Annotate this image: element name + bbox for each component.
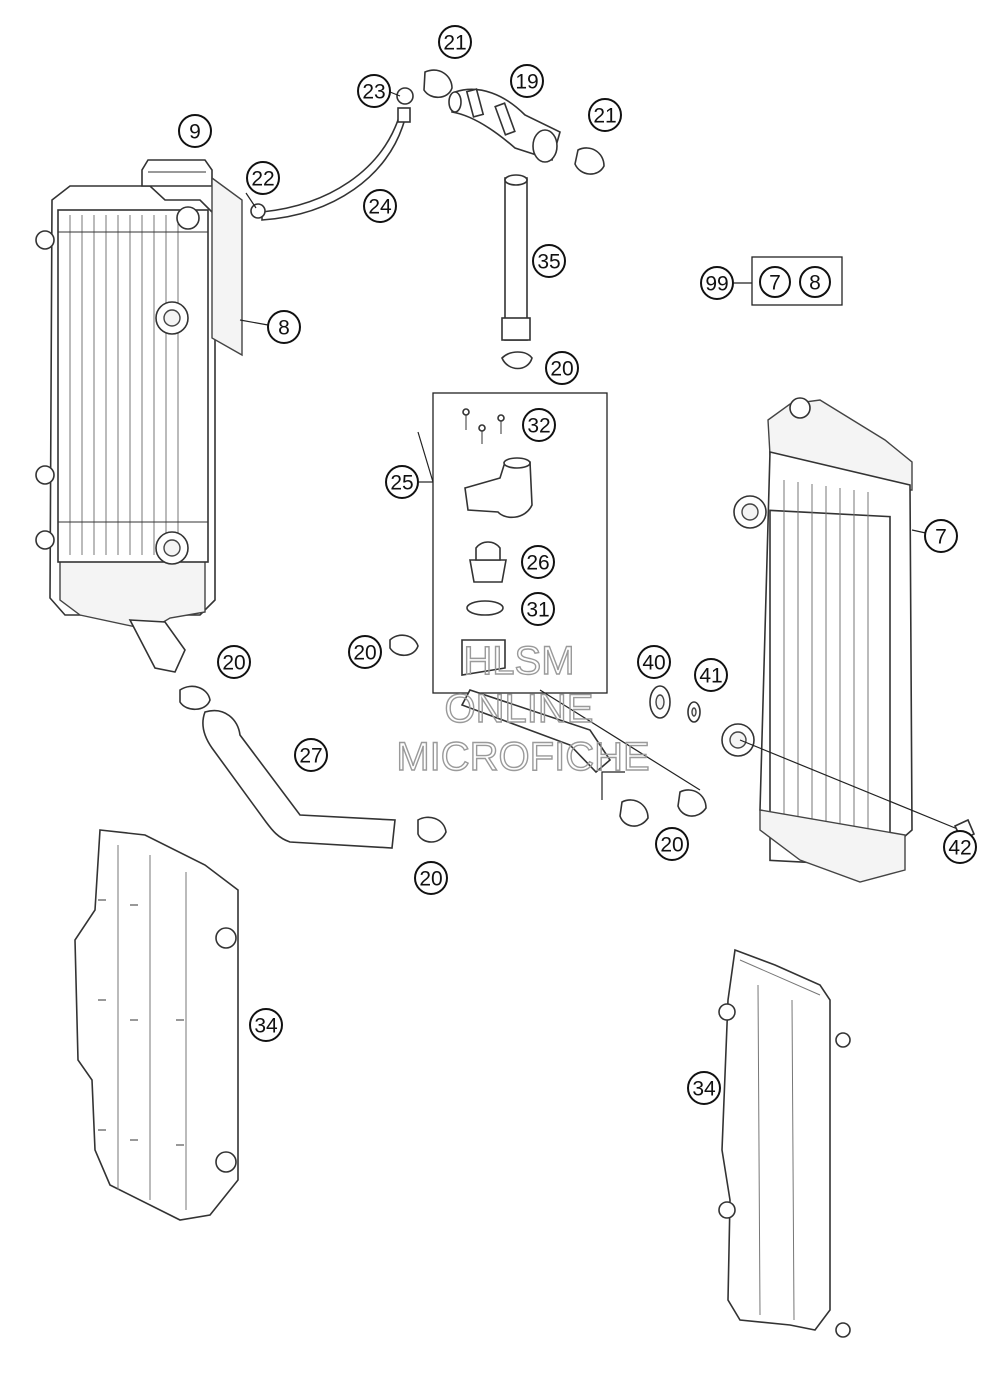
svg-text:25: 25 — [390, 472, 413, 495]
svg-text:27: 27 — [299, 745, 322, 768]
grommet-and-washer — [649, 685, 701, 723]
callout-20-pipe: 20 — [545, 351, 579, 385]
svg-text:7: 7 — [769, 272, 781, 295]
svg-text:26: 26 — [526, 552, 549, 575]
callout-41: 41 — [694, 658, 728, 692]
left-radiator-spoiler — [74, 829, 239, 1221]
callout-23: 23 — [357, 74, 391, 108]
callout-19: 19 — [510, 64, 544, 98]
overflow-hose — [250, 87, 414, 221]
callout-7: 7 — [924, 519, 958, 553]
callout-9: 9 — [178, 114, 212, 148]
coolant-pipe — [501, 174, 533, 370]
svg-text:99: 99 — [705, 273, 728, 296]
svg-text:8: 8 — [809, 272, 821, 295]
callout-27: 27 — [294, 738, 328, 772]
radiator-shield-plate — [211, 176, 243, 357]
lower-hoses — [389, 634, 707, 827]
callout-21-top: 21 — [438, 25, 472, 59]
svg-text:9: 9 — [189, 121, 201, 144]
watermark-line3: MICROFICHE — [396, 735, 649, 779]
radiator-cap — [141, 159, 213, 187]
callout-40: 40 — [637, 645, 671, 679]
svg-text:41: 41 — [699, 665, 722, 688]
watermark-line1: HLSM — [463, 639, 574, 683]
kit-item-8: 8 — [799, 266, 831, 298]
kit-reference: 99 7 8 — [700, 256, 843, 306]
lower-radiator-hose — [179, 685, 447, 849]
callout-32: 32 — [522, 408, 556, 442]
svg-text:21: 21 — [593, 105, 616, 128]
callout-34-left: 34 — [249, 1008, 283, 1042]
callout-35: 35 — [532, 244, 566, 278]
svg-text:35: 35 — [537, 251, 560, 274]
watermark: HLSM ONLINE MICROFICHE — [396, 638, 651, 779]
thermostat-parts — [461, 408, 533, 676]
top-hose-assembly — [423, 69, 605, 175]
svg-text:20: 20 — [353, 642, 376, 665]
svg-text:7: 7 — [935, 526, 947, 549]
svg-text:21: 21 — [443, 32, 466, 55]
svg-text:8: 8 — [278, 317, 290, 340]
callout-22: 22 — [246, 161, 280, 195]
svg-text:32: 32 — [527, 415, 550, 438]
svg-text:31: 31 — [526, 599, 549, 622]
svg-text:34: 34 — [254, 1015, 278, 1038]
callout-25: 25 — [385, 465, 419, 499]
callout-21-right: 21 — [588, 98, 622, 132]
svg-text:20: 20 — [660, 834, 683, 857]
watermark-line2: ONLINE — [445, 687, 594, 731]
callout-8: 8 — [267, 310, 301, 344]
svg-text:20: 20 — [550, 358, 573, 381]
svg-text:22: 22 — [251, 168, 274, 191]
svg-text:20: 20 — [222, 652, 245, 675]
callout-20-left: 20 — [217, 645, 251, 679]
right-radiator-spoiler — [718, 948, 851, 1338]
callout-34-right: 34 — [687, 1071, 721, 1105]
callout-20-center: 20 — [348, 635, 382, 669]
kit-item-7: 7 — [759, 266, 791, 298]
svg-text:42: 42 — [948, 837, 971, 860]
kit-box — [751, 256, 843, 306]
svg-text:19: 19 — [515, 71, 538, 94]
callout-20-right: 20 — [655, 827, 689, 861]
thermostat-kit-box — [432, 392, 608, 694]
right-radiator — [721, 397, 976, 883]
svg-text:23: 23 — [362, 81, 385, 104]
svg-text:24: 24 — [368, 196, 392, 219]
svg-text:34: 34 — [692, 1078, 716, 1101]
left-radiator — [35, 185, 216, 673]
callout-99: 99 — [700, 266, 734, 300]
callout-26: 26 — [521, 545, 555, 579]
svg-text:20: 20 — [419, 868, 442, 891]
callout-42: 42 — [943, 830, 977, 864]
svg-text:40: 40 — [642, 652, 665, 675]
callout-24: 24 — [363, 189, 397, 223]
callout-31: 31 — [521, 592, 555, 626]
callout-20-bottom: 20 — [414, 861, 448, 895]
